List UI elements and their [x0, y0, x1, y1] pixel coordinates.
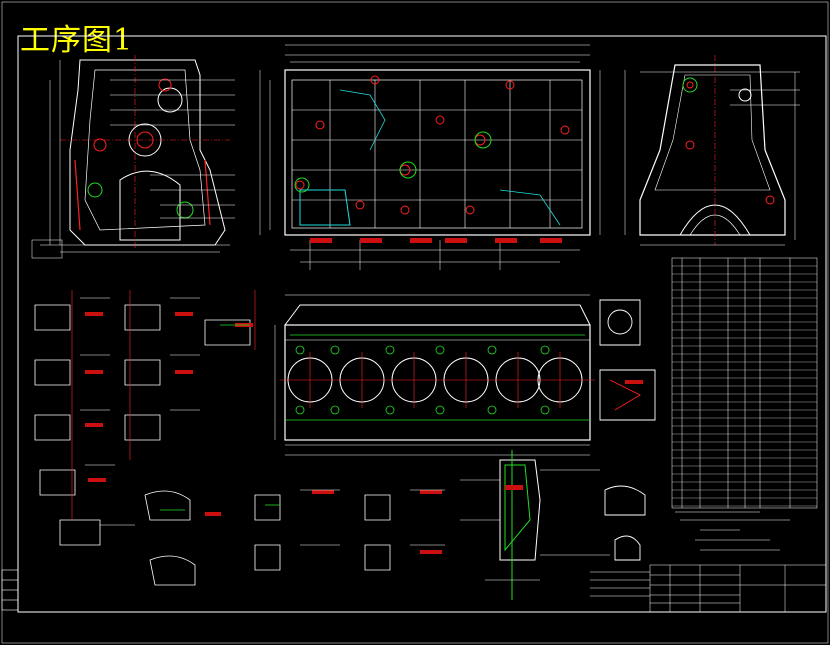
detail-sections-left	[34, 290, 445, 586]
parts-list-table	[671, 257, 818, 509]
detail-sections-right	[599, 299, 656, 561]
title-block	[649, 564, 827, 613]
left-margin-table	[1, 569, 19, 611]
front-view	[31, 55, 235, 259]
parts-list-rows	[672, 265, 817, 507]
side-view	[624, 55, 800, 246]
revision-notes	[590, 571, 650, 597]
notes-block	[675, 511, 790, 551]
drawing-title: 工序图1	[20, 23, 134, 58]
outer-frame	[17, 35, 827, 613]
vertical-section	[460, 450, 610, 600]
section-view	[274, 294, 595, 456]
top-view	[259, 44, 601, 270]
